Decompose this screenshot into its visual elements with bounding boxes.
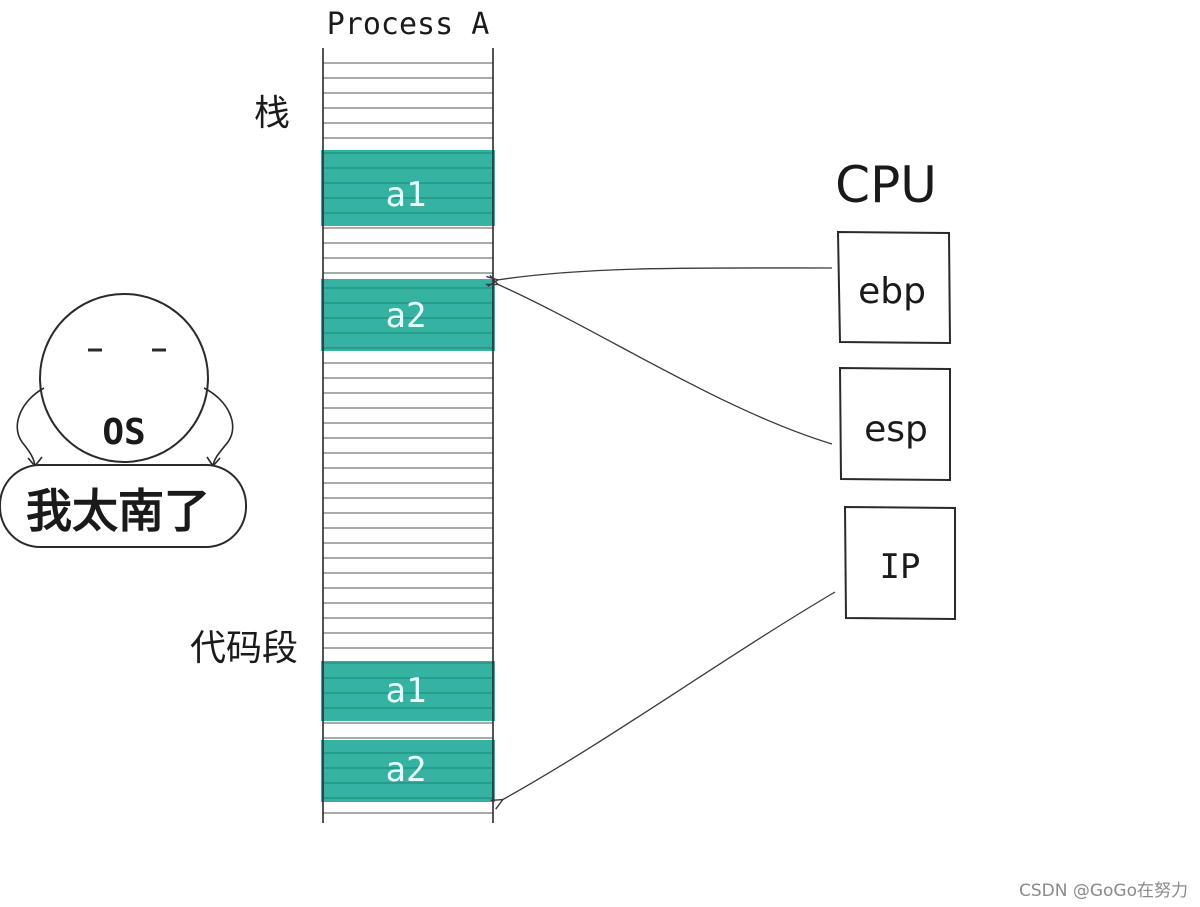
register-esp-label: esp <box>864 409 928 450</box>
register-ebp-box <box>836 230 952 345</box>
register-ebp: ebp <box>836 230 952 345</box>
ebp-pointer-arrow <box>486 267 833 288</box>
stack-section-label: 栈 <box>254 93 290 134</box>
os-speech-sign <box>0 464 247 548</box>
code-block-a2-block <box>321 740 495 802</box>
os-name: OS <box>102 412 145 453</box>
register-ip-label: IP <box>880 547 921 587</box>
os-head <box>39 293 209 463</box>
os-left-arm <box>16 387 45 467</box>
register-ip-box <box>843 505 956 621</box>
process-title: Process A <box>327 7 490 42</box>
code-block-a1-block <box>321 661 495 721</box>
register-esp: esp <box>838 366 951 482</box>
memory-highlight-blocks <box>321 150 495 802</box>
code-section-label: 代码段 <box>190 628 298 669</box>
register-ip: IP <box>843 505 956 621</box>
register-esp-box <box>838 366 951 482</box>
os-right-arm <box>203 387 234 467</box>
stack-frame-a2-block <box>321 279 495 351</box>
memory-slot-lines <box>323 62 493 814</box>
os-speech-text: 我太南了 <box>26 484 210 538</box>
esp-pointer-arrow <box>485 274 833 445</box>
stack-frame-a2-label: a2 <box>386 296 427 336</box>
cpu-title: CPU <box>835 156 937 214</box>
os-character: OS 我太南了 <box>0 293 247 548</box>
code-block-a2-label: a2 <box>386 750 427 790</box>
watermark-text: CSDN @GoGo在努力 <box>1019 881 1188 901</box>
stack-frame-a1-label: a1 <box>386 175 427 215</box>
ip-pointer-arrow <box>490 591 836 810</box>
code-block-a1-label: a1 <box>386 671 427 711</box>
register-ebp-label: ebp <box>858 271 926 312</box>
